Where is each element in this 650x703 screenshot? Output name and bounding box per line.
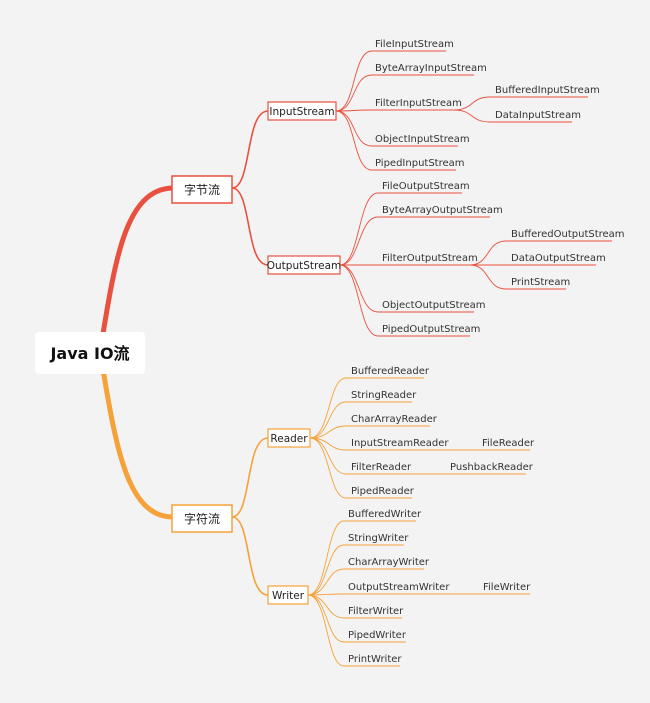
root-label: Java IO流 — [49, 344, 129, 363]
connector-byte-output — [231, 187, 269, 266]
leaf-file-input-stream[interactable]: FileInputStream — [375, 39, 454, 50]
leaf-piped-input-stream[interactable]: PipedInputStream — [375, 158, 465, 169]
root-node[interactable]: Java IO流 — [35, 332, 145, 374]
leaf-piped-output-stream[interactable]: PipedOutputStream — [382, 324, 480, 335]
leaf-piped-reader[interactable]: PipedReader — [351, 486, 415, 497]
char-stream-label: 字符流 — [184, 511, 220, 526]
leaf-object-output-stream[interactable]: ObjectOutputStream — [382, 300, 486, 311]
leaf-filter-writer[interactable]: FilterWriter — [348, 606, 404, 617]
leaf-char-array-reader[interactable]: CharArrayReader — [351, 414, 438, 425]
leaf-string-reader[interactable]: StringReader — [351, 390, 417, 401]
reader-label: Reader — [270, 433, 308, 445]
leaf-buffered-input-stream[interactable]: BufferedInputStream — [495, 85, 600, 96]
connector-root-char — [97, 349, 175, 520]
leaf-output-stream-writer[interactable]: OutputStreamWriter — [348, 582, 450, 593]
output-stream-label: OutputStream — [267, 260, 341, 272]
leaf-piped-writer[interactable]: PipedWriter — [348, 630, 407, 641]
writer-label: Writer — [272, 590, 305, 602]
output-stream-node[interactable]: OutputStream — [267, 255, 341, 275]
leaf-data-output-stream[interactable]: DataOutputStream — [511, 253, 606, 264]
reader-node[interactable]: Reader — [267, 428, 311, 448]
connector-char-writer — [231, 516, 269, 596]
connector-char-reader — [231, 437, 269, 518]
byte-stream-label: 字节流 — [184, 182, 220, 197]
leaf-input-stream-reader[interactable]: InputStreamReader — [351, 438, 449, 449]
reader-connectors — [309, 377, 530, 499]
writer-node[interactable]: Writer — [267, 585, 309, 605]
connector-byte-input — [231, 110, 269, 189]
leaf-pushback-reader[interactable]: PushbackReader — [450, 462, 534, 473]
leaf-buffered-writer[interactable]: BufferedWriter — [348, 509, 422, 520]
leaf-char-array-writer[interactable]: CharArrayWriter — [348, 557, 430, 568]
connector-root-byte — [97, 185, 175, 355]
leaf-object-input-stream[interactable]: ObjectInputStream — [375, 134, 470, 145]
leaf-filter-input-stream[interactable]: FilterInputStream — [375, 98, 462, 109]
input-stream-connectors — [335, 50, 588, 171]
leaf-print-writer[interactable]: PrintWriter — [348, 654, 402, 665]
char-stream-node[interactable]: 字符流 — [171, 504, 233, 533]
output-stream-connectors — [339, 192, 612, 337]
leaf-data-input-stream[interactable]: DataInputStream — [495, 110, 581, 121]
leaf-print-stream[interactable]: PrintStream — [511, 277, 570, 288]
input-stream-label: InputStream — [269, 106, 334, 118]
leaf-byte-array-output-stream[interactable]: ByteArrayOutputStream — [382, 205, 503, 216]
writer-connectors — [307, 520, 530, 667]
leaf-buffered-reader[interactable]: BufferedReader — [351, 366, 430, 377]
leaf-file-reader[interactable]: FileReader — [482, 438, 535, 449]
leaf-byte-array-input-stream[interactable]: ByteArrayInputStream — [375, 63, 487, 74]
leaf-filter-output-stream[interactable]: FilterOutputStream — [382, 253, 478, 264]
leaf-file-writer[interactable]: FileWriter — [483, 582, 531, 593]
leaf-filter-reader[interactable]: FilterReader — [351, 462, 412, 473]
input-stream-node[interactable]: InputStream — [267, 101, 337, 121]
leaf-string-writer[interactable]: StringWriter — [348, 533, 409, 544]
leaf-file-output-stream[interactable]: FileOutputStream — [382, 181, 470, 192]
byte-stream-node[interactable]: 字节流 — [171, 175, 233, 204]
leaf-buffered-output-stream[interactable]: BufferedOutputStream — [511, 229, 625, 240]
